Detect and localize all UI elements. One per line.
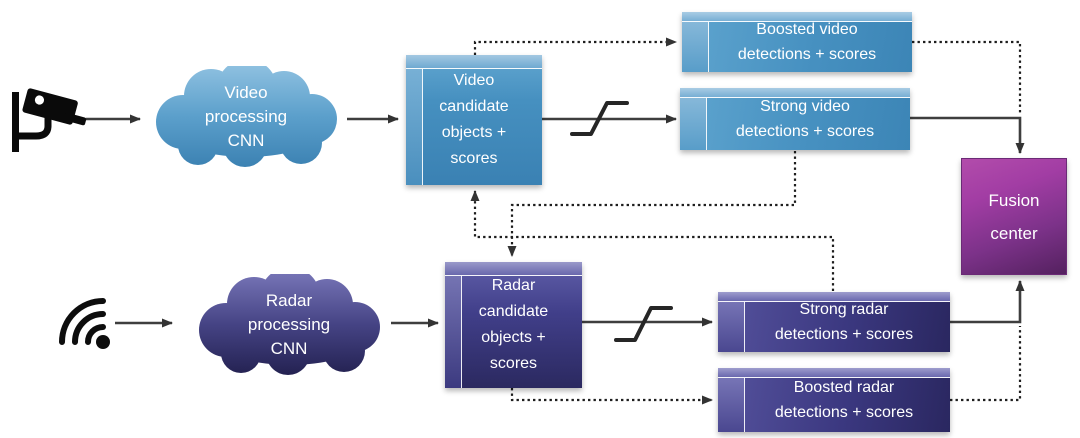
radar-signal-icon: [59, 298, 110, 349]
table-col-header-band: [445, 262, 582, 276]
table-row-header-band: [718, 368, 745, 432]
fusion-center-label: Fusion center: [988, 190, 1040, 243]
edge-boosted-radar-to-fusion: [950, 326, 1022, 402]
fusion-center-box: Fusion center: [961, 158, 1067, 275]
strong-video-label: Strong video detections + scores: [735, 98, 875, 140]
strong-video-detections-box: Strong video detections + scores: [680, 88, 910, 150]
strong-radar-label: Strong radar detections + scores: [774, 301, 914, 343]
table-row-header-band: [406, 55, 423, 185]
table-row-header-band: [445, 262, 462, 388]
edge-candidates-to-boosted-radar: [510, 388, 713, 405]
radar-candidate-objects-box: Radar candidate objects + scores: [445, 262, 582, 388]
strong-radar-detections-box: Strong radar detections + scores: [718, 292, 950, 352]
boosted-video-detections-box: Boosted video detections + scores: [682, 12, 912, 72]
threshold-step-icon-video: [570, 101, 629, 136]
cloud-shape: [156, 59, 337, 167]
table-col-header-band: [718, 292, 950, 302]
video-processing-cnn-cloud: Video processing CNN: [143, 59, 349, 168]
cctv-camera-icon: [12, 88, 87, 152]
edge-candidates-to-boosted-video: [473, 37, 677, 55]
video-cnn-label: Video processing CNN: [204, 82, 288, 151]
table-col-header-band: [406, 55, 542, 69]
video-candidate-objects-box: Video candidate objects + scores: [406, 55, 542, 185]
edge-strong-video-to-fusion: [910, 116, 1025, 154]
edge-strong-radar-to-fusion: [950, 280, 1025, 324]
radar-candidates-label: Radar candidate objects + scores: [478, 277, 549, 372]
cloud-shape: [199, 267, 380, 375]
radar-processing-cnn-cloud: Radar processing CNN: [186, 267, 392, 376]
table-row-header-band: [680, 88, 707, 150]
boosted-radar-label: Boosted radar detections + scores: [774, 379, 914, 421]
table-row-header-band: [682, 12, 709, 72]
radar-cnn-label: Radar processing CNN: [247, 290, 331, 359]
table-col-header-band: [680, 88, 910, 98]
edge-strong-radar-to-video-candidates: [470, 190, 835, 291]
boosted-radar-detections-box: Boosted radar detections + scores: [718, 368, 950, 432]
table-row-header-band: [718, 292, 745, 352]
table-col-header-band: [682, 12, 912, 22]
boosted-video-label: Boosted video detections + scores: [737, 21, 877, 63]
edge-boosted-video-to-fusion: [912, 40, 1022, 114]
edge-strong-video-to-radar-candidates: [507, 151, 797, 257]
threshold-step-icon-radar: [614, 306, 673, 342]
video-candidates-label: Video candidate objects + scores: [439, 72, 509, 167]
table-col-header-band: [718, 368, 950, 378]
